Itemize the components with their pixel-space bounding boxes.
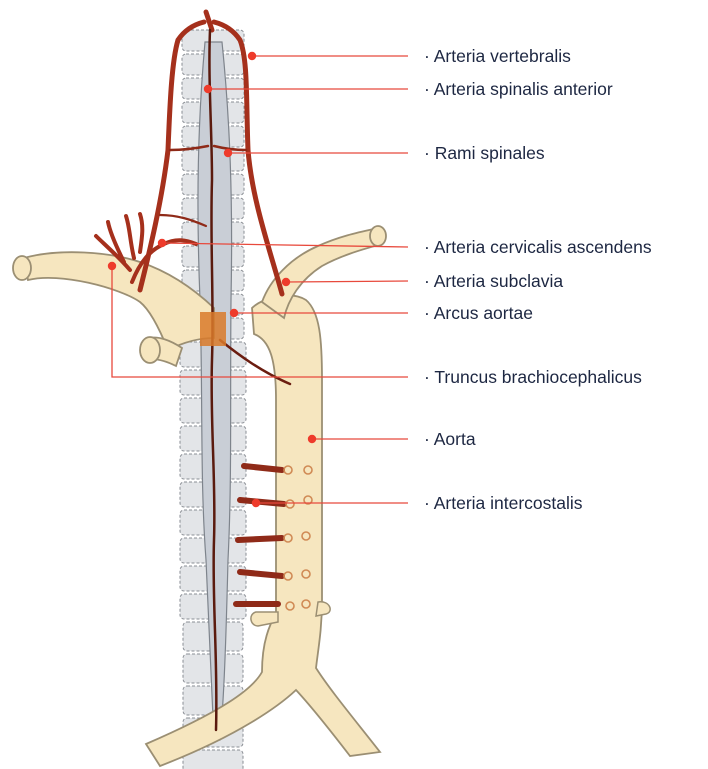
leader-dot-arteria-spinalis-anterior (204, 85, 212, 93)
arteria-subclavia (262, 228, 382, 318)
leader-dot-arteria-vertebralis (248, 52, 256, 60)
aorta-side-stub-right (316, 602, 330, 616)
leader-dot-arcus-aortae (230, 309, 238, 317)
callout-arteria-spinalis-anterior: · Arteria spinalis anterior (204, 79, 613, 99)
arteria-basilaris (206, 12, 212, 30)
subclavia-left-end (13, 256, 31, 280)
callout-arteria-subclavia: · Arteria subclavia (282, 271, 564, 291)
label-arteria-vertebralis: · Arteria vertebralis (424, 46, 571, 66)
cord-segment-highlight (200, 312, 226, 346)
leader-dot-arteria-intercostalis (252, 499, 260, 507)
label-arteria-spinalis-anterior: · Arteria spinalis anterior (424, 79, 613, 99)
carotid-stub-end (140, 337, 160, 363)
callout-arteria-vertebralis: · Arteria vertebralis (248, 46, 571, 66)
leader-dot-rami-spinales (224, 149, 232, 157)
callout-rami-spinales: · Rami spinales (224, 143, 545, 163)
callout-aorta: · Aorta (308, 429, 476, 449)
arteria-intercostalis-3 (238, 538, 282, 540)
label-arteria-intercostalis: · Arteria intercostalis (424, 493, 583, 513)
arteria-intercostalis-1 (244, 466, 282, 470)
label-arteria-cervicalis-ascendens: · Arteria cervicalis ascendens (424, 237, 652, 257)
leader-dot-truncus-brachiocephalicus (108, 262, 116, 270)
leader-dot-aorta (308, 435, 316, 443)
label-rami-spinales: · Rami spinales (424, 143, 545, 163)
label-arteria-subclavia: · Arteria subclavia (424, 271, 563, 291)
leader-dot-arteria-cervicalis-ascendens (158, 239, 166, 247)
arteria-intercostalis-4 (240, 572, 282, 576)
label-arcus-aortae: · Arcus aortae (424, 303, 533, 323)
leader-dot-arteria-subclavia (282, 278, 290, 286)
label-aorta: · Aorta (424, 429, 476, 449)
label-truncus-brachiocephalicus: · Truncus brachiocephalicus (424, 367, 642, 387)
subclavia-right-end (370, 226, 386, 246)
